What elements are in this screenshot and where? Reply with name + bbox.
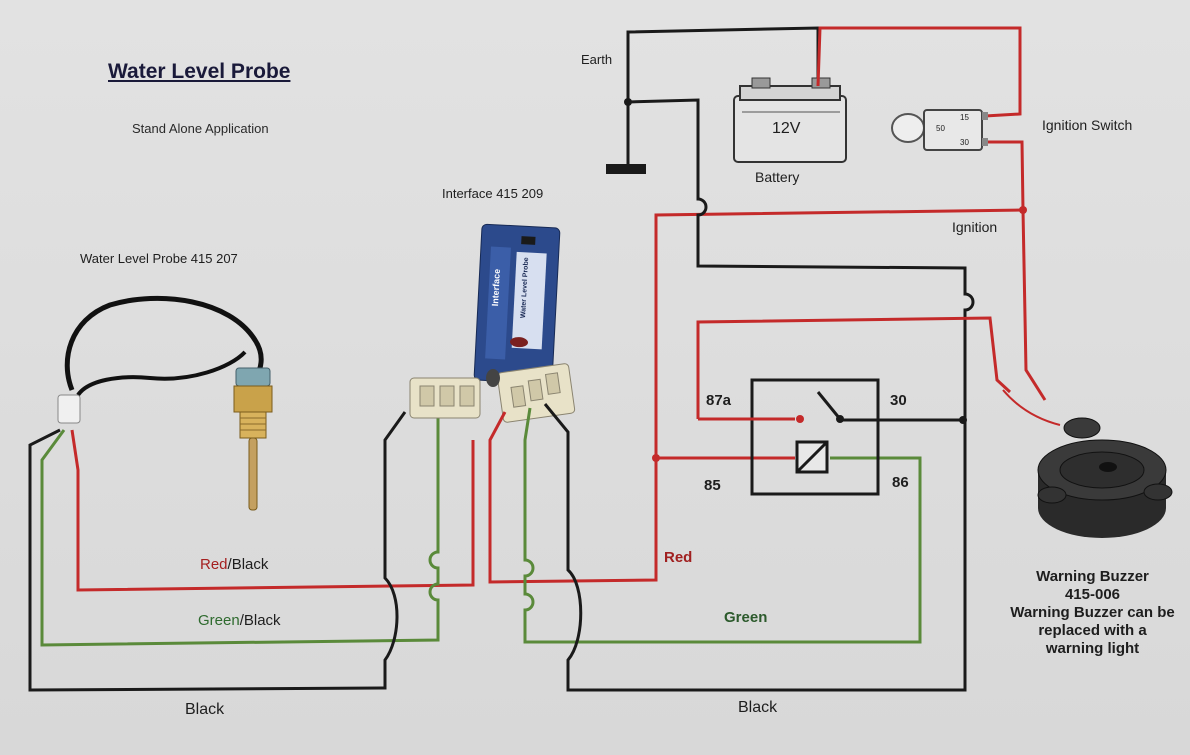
buzzer-line-1: Warning Buzzer bbox=[1036, 568, 1149, 585]
left-black-wire bbox=[28, 411, 407, 692]
left-green-wire-label: Green/Black bbox=[198, 612, 281, 629]
page-title: Water Level Probe bbox=[108, 60, 291, 83]
right-red-wire bbox=[488, 208, 1024, 584]
buzzer-line-4: replaced with a bbox=[1038, 622, 1147, 639]
switch-pin-50: 50 bbox=[936, 124, 945, 133]
battery-label: Battery bbox=[755, 169, 800, 185]
buzzer-line-3: Warning Buzzer can be bbox=[1010, 604, 1175, 621]
relay-terminal-30: 30 bbox=[890, 392, 907, 409]
left-black-wire-label: Black bbox=[185, 701, 225, 718]
page-subtitle: Stand Alone Application bbox=[132, 121, 269, 136]
ignition-switch-label: Ignition Switch bbox=[1042, 117, 1133, 133]
ignition-label: Ignition bbox=[952, 219, 998, 235]
relay-terminal-85: 85 bbox=[704, 477, 721, 494]
left-green-suffix: /Black bbox=[239, 612, 281, 629]
probe-label: Water Level Probe 415 207 bbox=[80, 251, 238, 266]
earth-label: Earth bbox=[581, 52, 613, 67]
left-red-suffix: /Black bbox=[227, 556, 269, 573]
switch-pin-15: 15 bbox=[960, 113, 969, 122]
relay-terminal-87a: 87a bbox=[706, 392, 732, 409]
right-black-wire-label: Black bbox=[738, 699, 778, 716]
interface-face-text: Interface bbox=[490, 268, 502, 307]
battery bbox=[733, 77, 847, 163]
right-black-wire bbox=[543, 98, 975, 692]
relay-terminal-86: 86 bbox=[892, 474, 909, 491]
warning-buzzer bbox=[1002, 389, 1173, 538]
left-green-wire bbox=[40, 410, 440, 647]
buzzer-line-2: 415-006 bbox=[1064, 586, 1121, 603]
left-red-text: Red bbox=[200, 556, 228, 573]
relay bbox=[652, 316, 1012, 496]
interface-module bbox=[409, 223, 576, 423]
interface-label: Interface 415 209 bbox=[442, 186, 544, 201]
switch-pin-30: 30 bbox=[960, 138, 969, 147]
left-green-text: Green bbox=[198, 612, 240, 629]
left-red-wire bbox=[70, 429, 475, 592]
left-red-wire-label: Red/Black bbox=[200, 556, 268, 573]
right-red-wire-label: Red bbox=[664, 549, 693, 566]
battery-voltage: 12V bbox=[772, 120, 801, 137]
right-green-wire bbox=[523, 407, 922, 644]
ignition-switch bbox=[816, 26, 1047, 401]
water-level-probe bbox=[57, 295, 273, 511]
buzzer-line-5: warning light bbox=[1045, 640, 1140, 657]
right-green-wire-label: Green bbox=[724, 609, 768, 626]
buzzer-label: Warning Buzzer 415-006 Warning Buzzer ca… bbox=[990, 568, 1190, 658]
